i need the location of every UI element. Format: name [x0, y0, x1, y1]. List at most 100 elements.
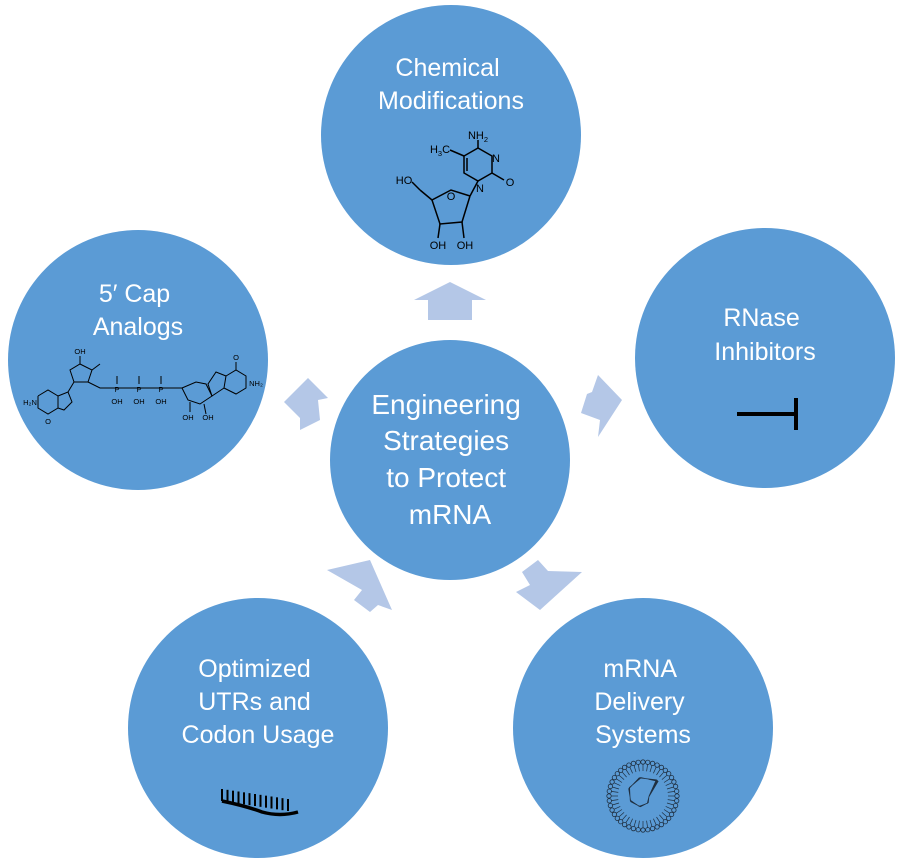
amine-subscript: 2 [484, 135, 488, 144]
lipid-tail [667, 791, 675, 793]
lipid-head [607, 783, 614, 790]
right-amine: NH₂ [249, 379, 263, 388]
lipid-tail [661, 812, 668, 818]
lipid-tail [656, 768, 661, 776]
center-title: Engineering Strategies to Protect mRNA [371, 389, 528, 530]
lipid-tail [629, 818, 633, 826]
ring-o: O [447, 191, 456, 203]
arrow-to-chemical-modifications [414, 282, 486, 320]
arrow-to-delivery-systems [516, 560, 582, 610]
lipid-head [607, 802, 614, 809]
svg-text:H3C: H3C [430, 144, 450, 158]
modified-nucleoside-structure-icon: NH2 H3C N N O HO O OH OH [396, 130, 515, 252]
phosphate-1-oh: OH [111, 397, 122, 406]
center-circle [330, 340, 570, 580]
carbonyl-o: O [506, 177, 515, 189]
optimized-utrs-line-3: Codon Usage [182, 721, 335, 749]
phosphate-3: P [158, 385, 163, 394]
lipid-tail [661, 774, 668, 780]
lipid-tail [656, 816, 661, 824]
mrna-strand-icon [221, 789, 299, 817]
encapsulated-mrna [628, 777, 659, 808]
lipid-head [614, 771, 620, 777]
lipid-head [611, 774, 618, 781]
center-line-4: mRNA [409, 499, 492, 530]
methyl-c: C [442, 144, 450, 156]
lipid-head [618, 767, 624, 773]
lipid-tail [625, 816, 630, 824]
5-cap-analogs-circle [8, 230, 268, 490]
lipid-tail [629, 766, 633, 774]
inhibition-symbol-icon [737, 398, 798, 430]
cap-oh-top: OH [74, 347, 85, 356]
lipid-head [672, 802, 679, 809]
sugar-oh-right: OH [202, 413, 213, 422]
arrow-to-optimized-utrs [327, 560, 392, 612]
lipid-tail [638, 820, 640, 828]
node-optimized-utrs: Optimized UTRs and Codon Usage [128, 598, 388, 858]
lipid-tail [618, 774, 625, 780]
node-rnase-inhibitors: RNase Inhibitors [635, 228, 895, 488]
optimized-utrs-line-1: Optimized [198, 655, 311, 683]
methyl-h: H [430, 144, 438, 156]
center-node: Engineering Strategies to Protect mRNA [330, 340, 570, 580]
lipid-head [671, 779, 677, 785]
oh-right: OH [457, 240, 474, 252]
optimized-utrs-line-2: UTRs and [198, 688, 311, 716]
lipid-tail [665, 782, 673, 786]
lipid-nanoparticle-icon [606, 759, 680, 833]
lipid-tail [612, 802, 620, 806]
rnase-inhibitors-line-2: Inhibitors [714, 338, 815, 366]
phosphate-2: P [136, 385, 141, 394]
lipid-tail [653, 818, 657, 826]
lipid-tail [649, 819, 653, 827]
lipid-tail [633, 765, 637, 773]
lipid-tail [615, 778, 623, 783]
center-line-3: to Protect [386, 462, 506, 493]
optimized-utrs-title: Optimized UTRs and Codon Usage [182, 655, 335, 749]
lipid-head [658, 764, 665, 771]
mrna-delivery-line-2: Delivery [594, 688, 685, 716]
arrow-to-5-cap-analogs [284, 378, 328, 430]
lipid-head [621, 821, 628, 828]
node-chemical-modifications: Chemical Modifications NH2 H3C N N [321, 5, 581, 265]
lipid-head [630, 760, 637, 767]
arrow-to-rnase-inhibitors [581, 375, 622, 437]
left-amine: H₂N [23, 398, 37, 407]
lipid-head [609, 807, 615, 813]
phosphate-1: P [114, 385, 119, 394]
lipid-tail [659, 814, 665, 821]
phosphate-3-oh: OH [155, 397, 166, 406]
ring-n-upper: N [492, 153, 500, 165]
chemical-modifications-line-1: Chemical [395, 54, 499, 82]
lipid-head [668, 774, 675, 781]
lipid-tail [663, 778, 671, 783]
lipid-tail [666, 802, 674, 806]
lipid-tail [666, 786, 674, 790]
lipid-tail [646, 820, 648, 828]
oh-left: OH [430, 240, 447, 252]
lipid-tail [621, 771, 627, 778]
lipid-head [666, 815, 672, 821]
sugar-oh-left: OH [182, 413, 193, 422]
mrna-delivery-line-1: mRNA [603, 655, 677, 683]
svg-text:NH2: NH2 [468, 130, 488, 144]
lipid-head [671, 807, 677, 813]
5-cap-analogs-line-1: 5′ Cap [99, 280, 170, 308]
cap-analog-structure-icon: OH P P P OH OH OH OH OH H₂N NH₂ O O [23, 347, 263, 426]
lipid-head [668, 811, 675, 818]
lipid-tail [611, 791, 619, 793]
lipid-tail [615, 809, 623, 814]
lipid-tail [663, 809, 671, 814]
chemical-modifications-circle [321, 5, 581, 265]
lipid-tail [611, 799, 619, 801]
left-carbonyl: O [45, 417, 51, 426]
lipid-head [654, 824, 660, 830]
lipid-tail [618, 812, 625, 818]
5-cap-analogs-line-2: Analogs [93, 313, 183, 341]
arrows [284, 282, 622, 612]
rnase-inhibitors-title: RNase Inhibitors [714, 304, 815, 366]
center-line-2: Strategies [383, 425, 509, 456]
lipid-tail [649, 765, 653, 773]
